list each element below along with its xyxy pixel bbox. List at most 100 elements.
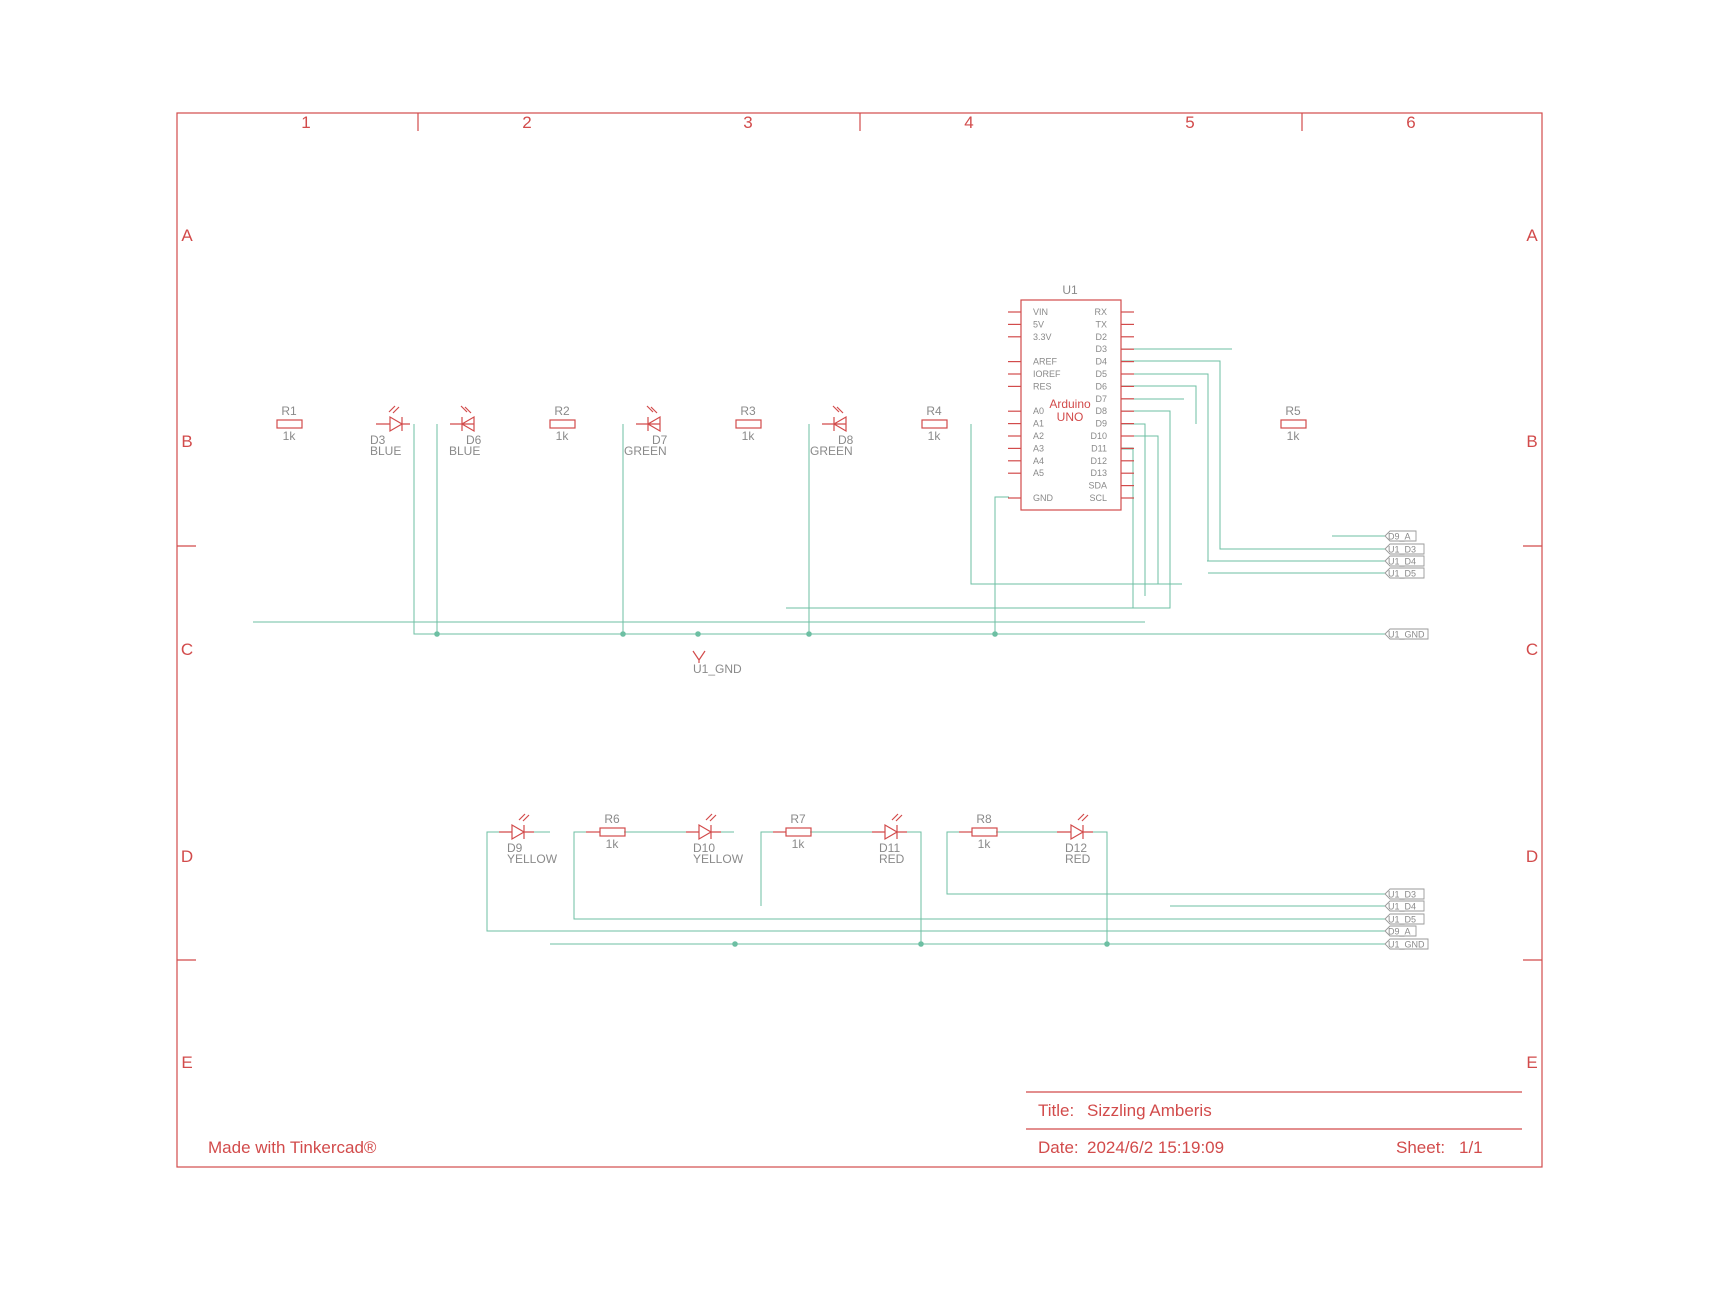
arduino-pin-label: D6 (1095, 381, 1107, 391)
led-d7: D7 GREEN (624, 405, 668, 458)
net-label: U1_GND (1384, 628, 1429, 640)
row-label: E (1526, 1053, 1537, 1072)
arduino-pin-label: AREF (1033, 357, 1058, 367)
row-label: D (1526, 847, 1538, 866)
led-color: BLUE (370, 444, 401, 458)
net-labels-lower: U1_D3 U1_D4 U1_D5 D9_A U1_GND (1384, 888, 1429, 950)
arduino-name-line2: UNO (1057, 410, 1084, 424)
arduino-pin-label: SDA (1088, 481, 1107, 491)
led-color: GREEN (624, 444, 667, 458)
net-label-text: U1_D5 (1388, 569, 1416, 579)
arduino-ref: U1 (1062, 283, 1078, 297)
arduino-pin-label: D9 (1095, 419, 1107, 429)
resistor-r1: R1 1k (276, 404, 303, 443)
led-color: RED (1065, 852, 1091, 866)
arduino-pin-label: 5V (1033, 319, 1044, 329)
led-color: GREEN (810, 444, 853, 458)
resistor-value: 1k (606, 837, 620, 851)
arduino-pin-label: A1 (1033, 419, 1044, 429)
drawing-frame (176, 112, 1543, 1168)
arduino-pin-label: A5 (1033, 468, 1044, 478)
led-d6: D6 BLUE (449, 405, 482, 458)
arduino-pin-label: TX (1095, 319, 1107, 329)
arduino-pin-label: D5 (1095, 369, 1107, 379)
led-ref: D6 (466, 433, 482, 447)
led-ref: D3 (370, 433, 386, 447)
junctions-upper (434, 631, 998, 637)
net-label-text: U1_D3 (1388, 545, 1416, 555)
ground-label: U1_GND (693, 662, 742, 676)
net-label-text: D9_A (1388, 927, 1411, 937)
arduino-pin-label: D11 (1091, 443, 1107, 453)
resistor-value: 1k (742, 429, 756, 443)
date-label: Date: (1038, 1138, 1079, 1157)
net-label: U1_D4 (1384, 555, 1425, 567)
arduino-pin-label: D2 (1095, 332, 1107, 342)
net-labels-upper: D9_A U1_D3 U1_D4 U1_D5 U1_GND (1384, 530, 1429, 640)
column-labels: 1 2 3 4 5 6 (301, 113, 1415, 132)
arduino-pin-label: D8 (1095, 406, 1107, 416)
drawing-title: Sizzling Amberis (1087, 1101, 1212, 1120)
resistor-ref: R7 (790, 812, 806, 826)
row-label: D (181, 847, 193, 866)
sheet-number: 1/1 (1459, 1138, 1483, 1157)
arduino-pin-label: D3 (1095, 344, 1107, 354)
resistor-value: 1k (978, 837, 992, 851)
led-ref: D8 (838, 433, 854, 447)
led-d10: D10 YELLOW (686, 813, 744, 866)
row-label: E (181, 1053, 192, 1072)
column-label: 2 (522, 113, 531, 132)
resistor-r5: R5 1k (1280, 404, 1307, 443)
row-label: C (181, 640, 193, 659)
arduino-pin-label: RES (1033, 381, 1052, 391)
resistor-symbol (1280, 419, 1307, 429)
arduino-pin-label: IOREF (1033, 369, 1061, 379)
resistor-symbol (276, 419, 303, 429)
resistor-ref: R5 (1285, 404, 1301, 418)
arduino-pin-label: SCL (1089, 493, 1107, 503)
net-label: U1_D3 (1384, 543, 1425, 555)
column-label: 3 (743, 113, 752, 132)
resistor-r7: R7 1k (773, 812, 812, 851)
resistor-r8: R8 1k (959, 812, 998, 851)
arduino-pin-label: D12 (1090, 456, 1107, 466)
resistor-symbol (735, 419, 762, 429)
resistor-r4: R4 1k (921, 404, 948, 443)
resistor-value: 1k (1287, 429, 1301, 443)
led-emission-icon (891, 813, 903, 822)
wires-lower (486, 831, 1385, 945)
drawing-date: 2024/6/2 15:19:09 (1087, 1138, 1224, 1157)
net-label-text: D9_A (1388, 532, 1411, 542)
column-label: 4 (964, 113, 973, 132)
arduino-uno: U1 Arduino UNO VIN5V3.3VAREFIOREFRESA0A1… (1008, 283, 1134, 511)
arduino-pin-label: A3 (1033, 443, 1044, 453)
arduino-pin-label: VIN (1033, 307, 1048, 317)
arduino-pin-label: A4 (1033, 456, 1044, 466)
wires-upper (253, 348, 1385, 635)
net-label: U1_D3 (1384, 888, 1425, 900)
resistor-ref: R1 (281, 404, 297, 418)
led-emission-icon (388, 405, 400, 414)
arduino-pin-label: D13 (1090, 468, 1107, 478)
resistor-value: 1k (283, 429, 297, 443)
net-label: U1_D4 (1384, 900, 1425, 912)
resistor-ref: R3 (740, 404, 756, 418)
led-d3: D3 BLUE (370, 405, 410, 458)
net-label-text: U1_D5 (1388, 915, 1416, 925)
resistor-symbol (785, 827, 812, 837)
column-label: 5 (1185, 113, 1194, 132)
arduino-name-line1: Arduino (1049, 397, 1091, 411)
column-label: 6 (1406, 113, 1415, 132)
arduino-pin-label: D4 (1095, 357, 1107, 367)
net-label: U1_GND (1384, 938, 1429, 950)
resistor-value: 1k (928, 429, 942, 443)
arduino-pin-label: A2 (1033, 431, 1044, 441)
net-label: D9_A (1384, 530, 1417, 542)
led-d12: D12 RED (1057, 813, 1093, 866)
led-emission-icon (1077, 813, 1089, 822)
led-color: BLUE (449, 444, 480, 458)
row-label: B (1526, 432, 1537, 451)
